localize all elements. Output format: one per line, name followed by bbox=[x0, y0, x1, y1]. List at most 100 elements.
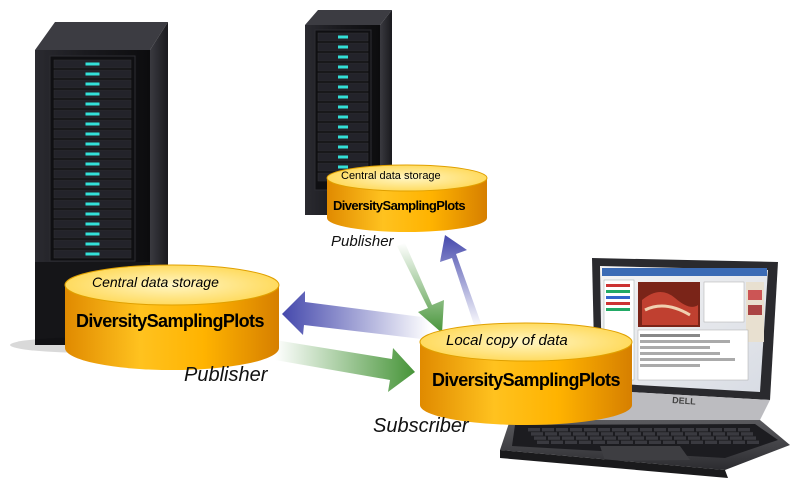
keyboard-key bbox=[685, 432, 697, 436]
rack-led bbox=[338, 115, 348, 119]
top-publisher-label: Publisher bbox=[331, 233, 394, 250]
rack-led bbox=[338, 155, 348, 159]
keyboard-key bbox=[738, 428, 750, 432]
keyboard-key bbox=[646, 436, 658, 440]
keyboard-key bbox=[534, 436, 546, 440]
keyboard-key bbox=[548, 436, 560, 440]
keyboard-key bbox=[584, 428, 596, 432]
keyboard-key bbox=[682, 428, 694, 432]
keyboard-key bbox=[573, 432, 585, 436]
keyboard-key bbox=[671, 432, 683, 436]
rack-led bbox=[338, 85, 348, 89]
rack-led bbox=[338, 45, 348, 49]
rack-led bbox=[338, 135, 348, 139]
keyboard-key bbox=[710, 428, 722, 432]
rack-led bbox=[85, 242, 100, 246]
rack-led bbox=[85, 102, 100, 106]
keyboard-key bbox=[632, 436, 644, 440]
keyboard-key bbox=[562, 436, 574, 440]
keyboard-key bbox=[551, 440, 563, 444]
keyboard-key bbox=[635, 440, 647, 444]
keyboard-key bbox=[674, 436, 686, 440]
rack-led bbox=[85, 142, 100, 146]
keyboard-key bbox=[565, 440, 577, 444]
rack-led bbox=[85, 162, 100, 166]
cylinder-left-central-storage bbox=[64, 264, 280, 370]
laptop-brand: DELL bbox=[672, 395, 697, 407]
rack-led bbox=[85, 222, 100, 226]
keyboard-key bbox=[587, 432, 599, 436]
keyboard-key bbox=[702, 436, 714, 440]
rack-led bbox=[338, 65, 348, 69]
keyboard-key bbox=[618, 436, 630, 440]
keyboard-key bbox=[730, 436, 742, 440]
local-db-name: DiversitySamplingPlots bbox=[432, 370, 620, 390]
rack-led bbox=[338, 125, 348, 129]
rack-led bbox=[338, 145, 348, 149]
keyboard-key bbox=[612, 428, 624, 432]
keyboard-key bbox=[724, 428, 736, 432]
rack-led bbox=[85, 92, 100, 96]
keyboard-key bbox=[601, 432, 613, 436]
keyboard-key bbox=[531, 432, 543, 436]
keyboard-key bbox=[621, 440, 633, 444]
cylinder-top-central-storage bbox=[326, 164, 488, 232]
rack-led bbox=[85, 62, 100, 66]
laptop: DELL bbox=[500, 258, 790, 478]
keyboard-key bbox=[643, 432, 655, 436]
keyboard-key bbox=[696, 428, 708, 432]
cylinder-local-copy bbox=[419, 322, 633, 425]
keyboard-key bbox=[691, 440, 703, 444]
keyboard-key bbox=[545, 432, 557, 436]
laptop-keyboard bbox=[528, 428, 759, 444]
keyboard-key bbox=[741, 432, 753, 436]
keyboard-key bbox=[559, 432, 571, 436]
rack-led bbox=[338, 105, 348, 109]
top-db-name: DiversitySamplingPlots bbox=[333, 198, 466, 213]
keyboard-key bbox=[660, 436, 672, 440]
rack-led bbox=[338, 165, 348, 169]
keyboard-key bbox=[688, 436, 700, 440]
keyboard-key bbox=[590, 436, 602, 440]
keyboard-key bbox=[713, 432, 725, 436]
keyboard-key bbox=[570, 428, 582, 432]
keyboard-key bbox=[629, 432, 641, 436]
keyboard-key bbox=[576, 436, 588, 440]
subscriber-label: Subscriber bbox=[373, 415, 469, 437]
left-publisher-label: Publisher bbox=[184, 364, 268, 386]
keyboard-key bbox=[733, 440, 745, 444]
rack-led bbox=[85, 152, 100, 156]
keyboard-key bbox=[640, 428, 652, 432]
rack-led bbox=[338, 55, 348, 59]
top-storage-label: Central data storage bbox=[341, 170, 441, 182]
keyboard-key bbox=[626, 428, 638, 432]
rack-led bbox=[85, 252, 100, 256]
keyboard-key bbox=[727, 432, 739, 436]
keyboard-key bbox=[654, 428, 666, 432]
arrow-top-publisher-to-subscriber bbox=[397, 243, 444, 333]
rack-led bbox=[338, 75, 348, 79]
rack-led bbox=[85, 182, 100, 186]
arrow-subscriber-to-top-publisher bbox=[440, 235, 482, 328]
keyboard-key bbox=[556, 428, 568, 432]
keyboard-key bbox=[542, 428, 554, 432]
keyboard-key bbox=[719, 440, 731, 444]
rack-led bbox=[85, 112, 100, 116]
keyboard-key bbox=[604, 436, 616, 440]
keyboard-key bbox=[598, 428, 610, 432]
rack-led bbox=[85, 202, 100, 206]
keyboard-key bbox=[528, 428, 540, 432]
rack-led bbox=[85, 232, 100, 236]
rack-led bbox=[85, 72, 100, 76]
rack-led bbox=[85, 212, 100, 216]
keyboard-key bbox=[699, 432, 711, 436]
keyboard-key bbox=[649, 440, 661, 444]
keyboard-key bbox=[668, 428, 680, 432]
keyboard-key bbox=[677, 440, 689, 444]
keyboard-key bbox=[747, 440, 759, 444]
keyboard-key bbox=[716, 436, 728, 440]
left-storage-label: Central data storage bbox=[92, 274, 219, 290]
arrow-subscriber-to-left-publisher bbox=[282, 291, 430, 340]
keyboard-key bbox=[607, 440, 619, 444]
